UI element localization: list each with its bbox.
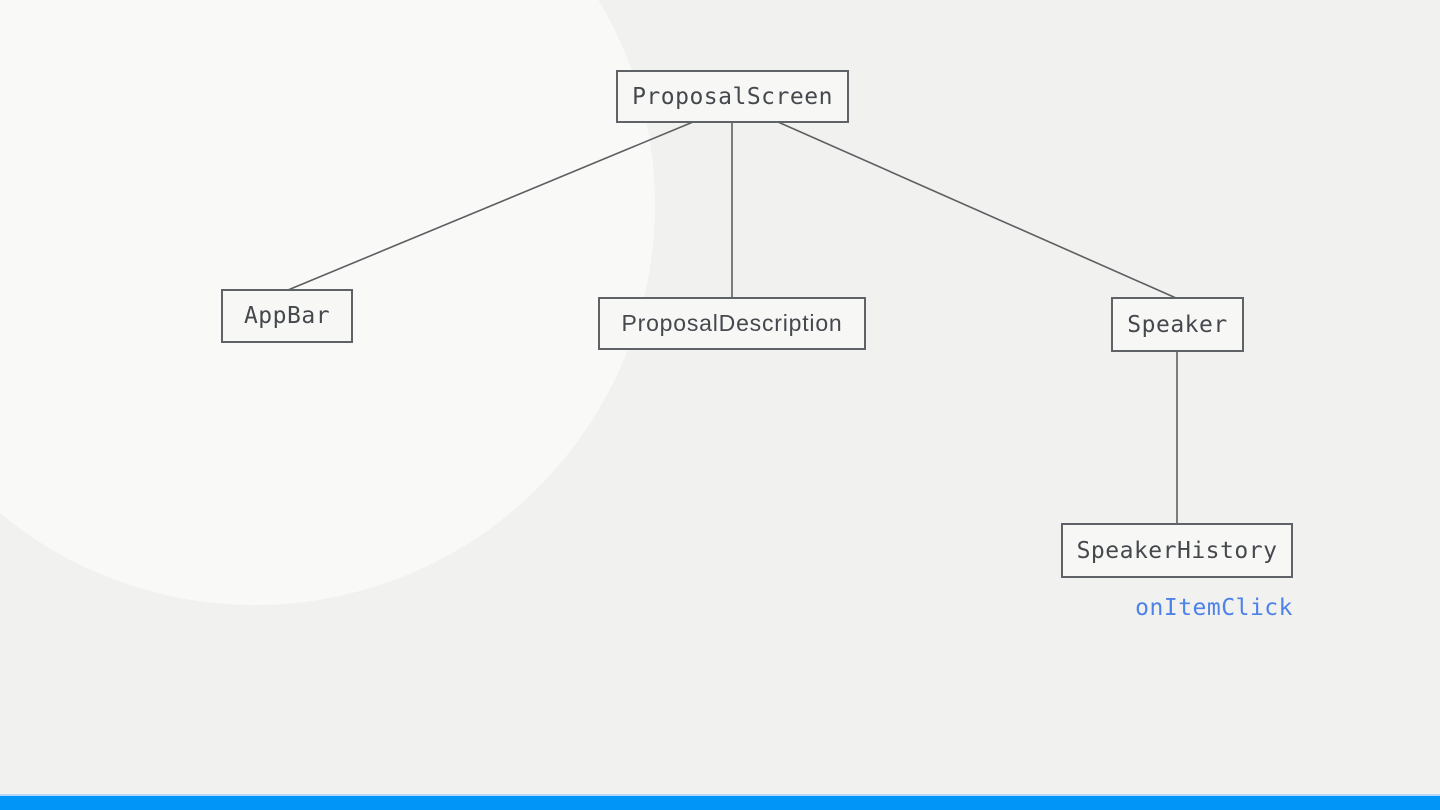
- node-speaker-label: Speaker: [1127, 311, 1228, 338]
- node-speaker-history: SpeakerHistory: [1061, 523, 1293, 578]
- edge-proposalscreen-speaker: [777, 121, 1177, 299]
- node-proposal-description: ProposalDescription: [598, 297, 866, 350]
- on-item-click-annotation: onItemClick: [1135, 595, 1293, 621]
- node-speaker-history-label: SpeakerHistory: [1076, 537, 1278, 564]
- node-app-bar: AppBar: [221, 289, 353, 343]
- node-app-bar-label: AppBar: [243, 303, 331, 329]
- bottom-accent-bar: [0, 794, 1440, 810]
- node-speaker: Speaker: [1111, 297, 1244, 352]
- node-proposal-description-label: ProposalDescription: [621, 310, 843, 336]
- node-proposal-screen: ProposalScreen: [616, 70, 849, 123]
- node-proposal-screen-label: ProposalScreen: [632, 83, 833, 110]
